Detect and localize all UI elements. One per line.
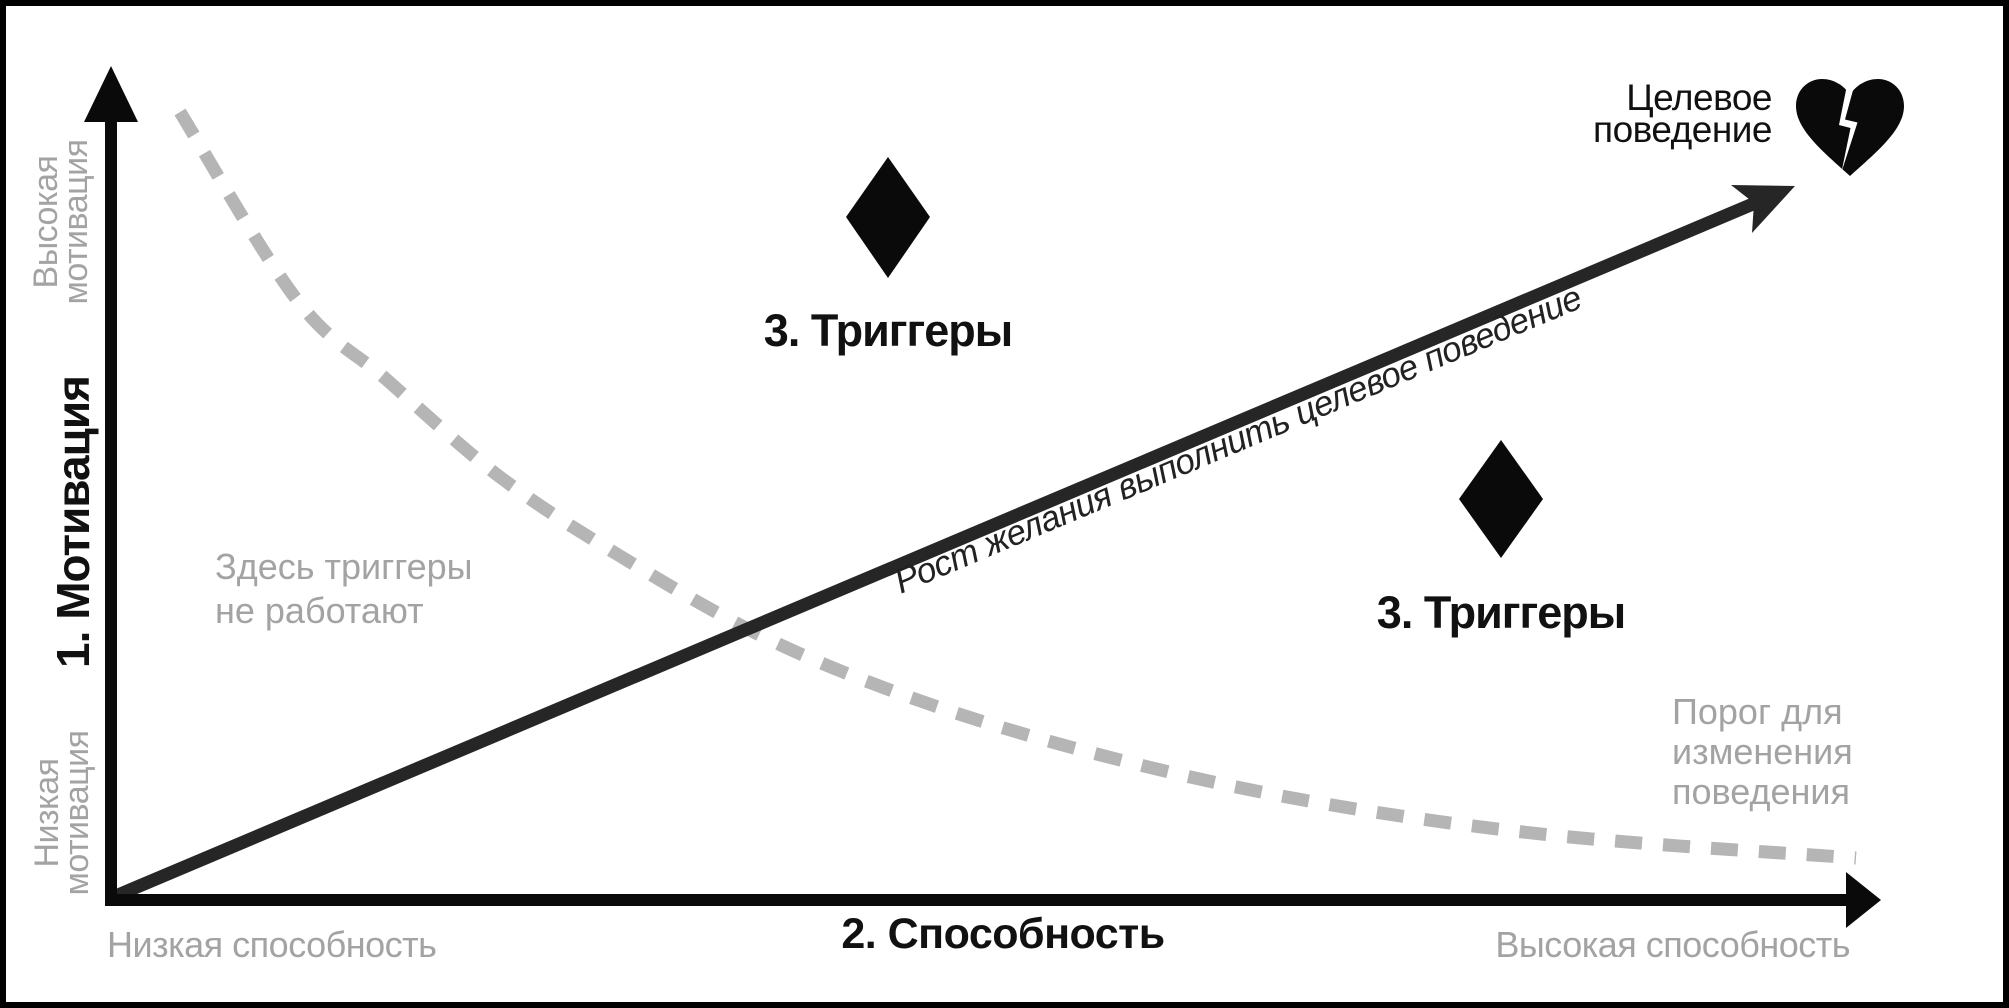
y-axis-high-label: Высокая мотивация [27, 139, 95, 305]
threshold-note: Порог для изменения поведения [1672, 691, 1853, 812]
no-triggers-note: Здесь триггеры не работают [215, 546, 473, 631]
lightning-crack-icon [1839, 81, 1858, 172]
y-axis-low-label: Низкая мотивация [28, 730, 96, 896]
x-axis-arrow [105, 872, 1881, 928]
threshold-curve [174, 108, 1857, 865]
y-axis-title: 1. Мотивация [47, 376, 99, 668]
x-axis-title: 2. Способность [841, 910, 1165, 958]
x-axis-low-label: Низкая способность [107, 924, 437, 965]
x-axis-high-label: Высокая способность [1495, 924, 1850, 965]
broken-heart-icon [1796, 79, 1904, 176]
diamond-marker-upper [846, 157, 930, 278]
target-behavior-label: Целевое поведение [1593, 77, 1772, 150]
y-axis-arrow [84, 66, 138, 906]
growth-arrow [108, 185, 1795, 904]
diamond-marker-lower [1459, 440, 1543, 558]
triggers-upper-label: 3. Триггеры [763, 305, 1013, 356]
triggers-lower-label: 3. Триггеры [1376, 587, 1626, 638]
